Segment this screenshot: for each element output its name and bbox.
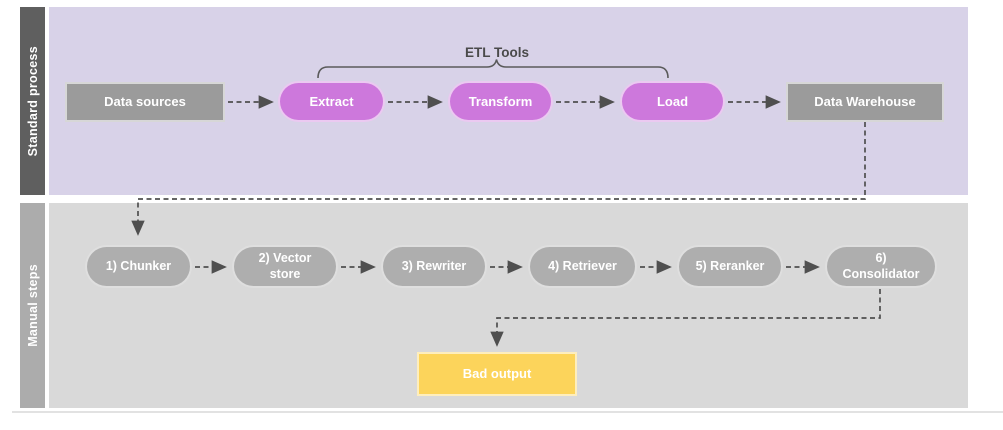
lane-label-standard-process: Standard process <box>25 45 40 157</box>
node-bad-output: Bad output <box>417 352 577 396</box>
node-bad-output-label: Bad output <box>462 366 532 382</box>
node-data-warehouse-label: Data Warehouse <box>814 94 916 110</box>
node-chunker-label: 1) Chunker <box>105 258 172 273</box>
node-reranker-label: 5) Reranker <box>695 258 765 273</box>
node-rewriter: 3) Rewriter <box>381 245 487 288</box>
node-data-sources: Data sources <box>65 82 225 122</box>
node-consolidator: 6) Consolidator <box>825 245 937 288</box>
node-retriever: 4) Retriever <box>528 245 637 288</box>
node-data-warehouse: Data Warehouse <box>786 82 944 122</box>
node-reranker: 5) Reranker <box>677 245 783 288</box>
node-chunker: 1) Chunker <box>85 245 192 288</box>
lane-tab-standard-process: Standard process <box>20 7 45 195</box>
lane-tab-manual-steps: Manual steps <box>20 203 45 408</box>
node-transform-label: Transform <box>468 93 533 109</box>
etl-tools-label: ETL Tools <box>465 45 529 60</box>
node-transform: Transform <box>448 81 553 122</box>
node-data-sources-label: Data sources <box>104 94 186 110</box>
node-retriever-label: 4) Retriever <box>548 258 617 273</box>
node-rewriter-label: 3) Rewriter <box>401 258 467 273</box>
bottom-divider <box>12 411 1003 413</box>
lane-label-manual-steps: Manual steps <box>25 264 40 347</box>
node-load: Load <box>620 81 725 122</box>
node-vector-store-label: 2) Vector store <box>258 251 312 281</box>
node-extract: Extract <box>278 81 385 122</box>
node-vector-store: 2) Vector store <box>232 245 338 288</box>
node-consolidator-label: 6) Consolidator <box>842 251 920 281</box>
node-extract-label: Extract <box>309 93 354 109</box>
node-load-label: Load <box>656 93 689 109</box>
